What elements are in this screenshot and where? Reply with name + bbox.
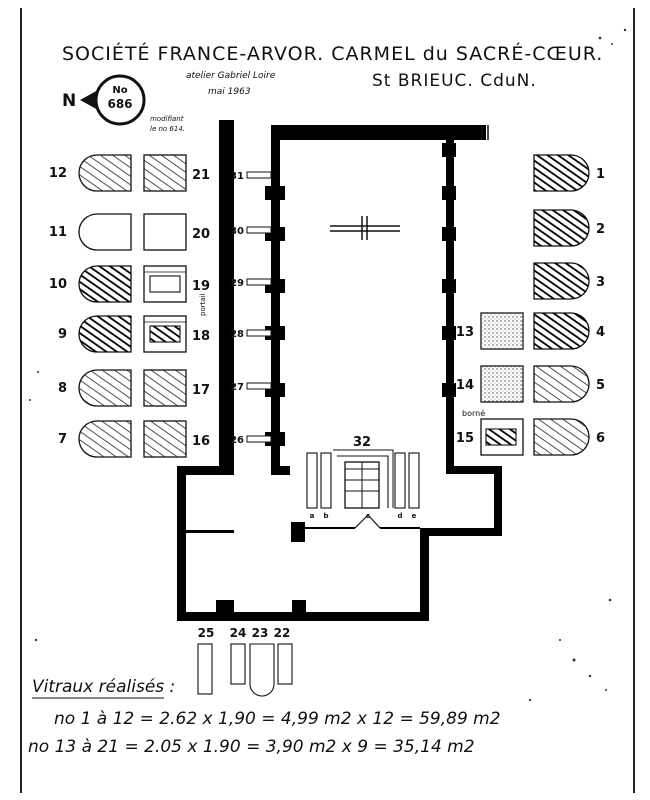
stamp-prefix: No [112, 85, 127, 96]
stamp-modif-1: modifiant [150, 115, 184, 123]
window-number-label: 9 [58, 327, 67, 342]
window-right-inner-hatch [481, 313, 523, 349]
window-right-outer-hatch [534, 419, 589, 455]
window-letter-label: d [397, 512, 402, 520]
window-right-outer-hatch [534, 263, 589, 299]
window-number-label: 29 [230, 278, 244, 289]
window-number-label: 32 [353, 435, 371, 450]
window-right-outer-hatch [534, 210, 589, 246]
window-left-outer-hatch [79, 421, 131, 457]
window-number-label: 15 [456, 431, 474, 446]
window-nave-slit [246, 329, 272, 337]
window-number-label: 23 [252, 626, 269, 640]
window-number-label: 25 [198, 626, 215, 640]
window-lancet [408, 452, 420, 509]
window-bottom [277, 643, 293, 685]
window-nave-slit [246, 278, 272, 286]
window-number-label: 6 [596, 431, 605, 446]
window-left-outer-hatch [79, 155, 131, 191]
window-right-outer-hatch [534, 366, 589, 402]
borne-label: borné [462, 408, 485, 418]
window-number-label: 31 [230, 171, 244, 182]
footer-line-2: no 13 à 21 = 2.05 x 1.90 = 3,90 m2 x 9 =… [28, 737, 475, 757]
building-walls [177, 120, 502, 621]
page-frame-left [20, 8, 22, 793]
door-swing [354, 514, 381, 529]
window-right-inner-hatch [481, 366, 523, 402]
window-number-label: 13 [456, 325, 474, 340]
window-number-label: 14 [456, 378, 474, 393]
window-left-outer-hatch [79, 316, 131, 352]
window-bottom [197, 643, 213, 695]
window-inner-panel [149, 275, 181, 293]
window-number-label: 21 [192, 168, 210, 183]
date-note: mai 1963 [208, 87, 251, 97]
window-number-label: 12 [49, 166, 67, 181]
window-number-label: 27 [230, 382, 244, 393]
window-bottom-arched [249, 643, 275, 697]
window-letter-label: e [412, 512, 417, 520]
wall-end-mark [481, 125, 489, 140]
window-number-label: 28 [230, 329, 244, 340]
stamp-number: 686 [107, 97, 132, 111]
window-lancet [306, 452, 318, 509]
window-number-label: 20 [192, 227, 210, 242]
north-letter: N [62, 91, 76, 111]
window-left-inner-hatch [144, 421, 186, 457]
window-left-outer-hatch [79, 370, 131, 406]
page-frame-right [633, 8, 635, 793]
title-line-1: SOCIÉTÉ FRANCE-ARVOR. CARMEL du SACRÉ-CŒ… [62, 42, 603, 65]
window-left-inner [143, 213, 187, 251]
window-central-frame [337, 455, 389, 508]
scan-speckles [29, 28, 627, 702]
window-number-label: 30 [230, 226, 244, 237]
window-central-frame [333, 449, 394, 508]
window-number-label: 4 [596, 325, 605, 340]
window-number-label: 17 [192, 383, 210, 398]
window-left-outer [78, 213, 132, 251]
window-number-label: 18 [192, 329, 210, 344]
window-number-label: 5 [596, 378, 605, 393]
north-stamp: N No 686 modifiant le no 614. [62, 74, 185, 133]
window-left-inner-hatch [144, 155, 186, 191]
window-number-label: 19 [192, 279, 210, 294]
window-number-label: 1 [596, 167, 605, 182]
window-letter-label: c [366, 512, 370, 520]
window-letter-label: b [323, 512, 328, 520]
window-number-label: 26 [230, 435, 244, 446]
stamp-modif-2: le no 614. [150, 125, 185, 133]
altar-cross-icon [330, 216, 400, 240]
window-left-outer-hatch [79, 266, 131, 302]
window-inner-panel [149, 325, 181, 343]
footer-heading: Vitraux réalisés : [32, 677, 175, 697]
window-right-outer-hatch [534, 313, 589, 349]
window-number-label: 10 [49, 277, 67, 292]
title-line-2: St BRIEUC. CduN. [372, 71, 537, 91]
window-left-inner-hatch [144, 370, 186, 406]
window-inner-panel [485, 428, 517, 446]
window-number-label: 22 [274, 626, 291, 640]
window-nave-slit [246, 226, 272, 234]
window-nave-slit [246, 382, 272, 390]
window-letter-label: a [310, 512, 315, 520]
atelier-note: atelier Gabriel Loire [186, 71, 276, 81]
portail-label: portail [199, 293, 207, 316]
window-nave-slit [246, 435, 272, 443]
window-number-label: 2 [596, 222, 605, 237]
window-nave-slit [246, 171, 272, 179]
window-right-outer-hatch [534, 155, 589, 191]
window-number-label: 8 [58, 381, 67, 396]
window-number-label: 11 [49, 225, 67, 240]
window-bottom [230, 643, 246, 685]
window-lancet [394, 452, 406, 509]
window-number-label: 7 [58, 432, 67, 447]
window-number-label: 3 [596, 275, 605, 290]
window-lancet [320, 452, 332, 509]
window-number-label: 16 [192, 434, 210, 449]
footer-line-1: no 1 à 12 = 2.62 x 1,90 = 4,99 m2 x 12 =… [54, 709, 501, 729]
window-number-label: 24 [230, 626, 247, 640]
